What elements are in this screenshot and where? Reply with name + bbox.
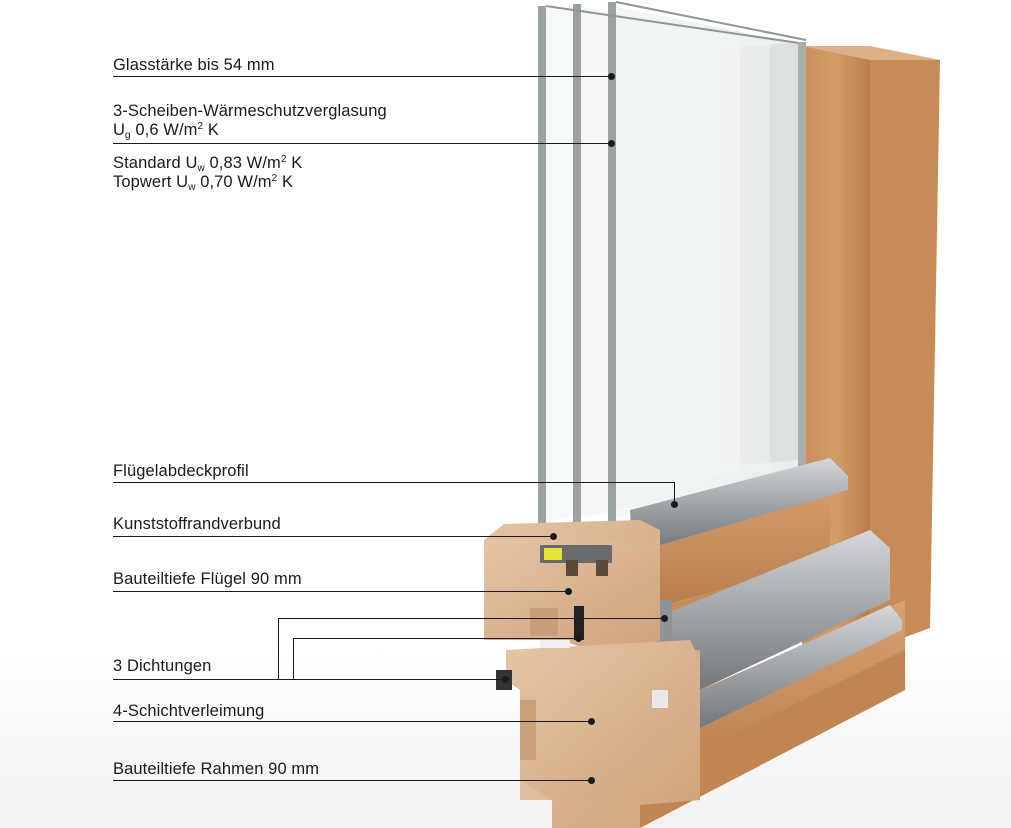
label-sash-depth: Bauteiltiefe Flügel 90 mm [113, 570, 302, 588]
leader-lamination [113, 721, 591, 722]
leader-dot-sash-cover-profile [671, 501, 678, 508]
label-frame-depth: Bauteiltiefe Rahmen 90 mm [113, 760, 320, 778]
sash-cross-section [484, 520, 660, 650]
label-plastic-edge-seal: Kunststoffrandverbund [113, 515, 281, 533]
glass-panes [538, 1, 807, 534]
leader-seal-3 [278, 618, 664, 619]
leader-dot-seal-2 [575, 635, 582, 642]
leader-dot-frame-depth [588, 777, 595, 784]
leader-frame-depth [113, 780, 591, 781]
leader-sash-cover-profile-drop [674, 482, 675, 504]
label-glass-thickness: Glasstärke bis 54 mm [113, 56, 275, 74]
leader-seals [113, 679, 505, 680]
leader-seal-3-vertical [278, 618, 279, 679]
leader-dot-lamination [588, 718, 595, 725]
leader-dot-glass-thickness [608, 73, 615, 80]
label-lamination: 4-Schichtverleimung [113, 702, 265, 720]
leader-dot-glazing [608, 140, 615, 147]
leader-sash-depth [113, 591, 568, 592]
leader-dot-seal-1 [502, 676, 509, 683]
leader-dot-sash-depth [565, 588, 572, 595]
leader-plastic-edge-seal [113, 536, 553, 537]
label-glazing-title: 3-Scheiben-Wärmeschutzverglasung [113, 102, 387, 120]
label-seals: 3 Dichtungen [113, 657, 212, 675]
label-sash-cover-profile: Flügelabdeckprofil [113, 462, 249, 480]
label-uw-top: Topwert Uw 0,70 W/m2 K [113, 173, 294, 193]
leader-dot-plastic-edge-seal [550, 533, 557, 540]
leader-seal-2 [293, 638, 578, 639]
label-ug-value: Ug 0,6 W/m2 K [113, 121, 219, 141]
leader-glass-thickness [113, 76, 613, 77]
label-uw-standard: Standard Uw 0,83 W/m2 K [113, 154, 303, 174]
leader-dot-seal-3 [661, 615, 668, 622]
leader-seal-2-vertical [293, 638, 294, 679]
leader-glazing [113, 143, 613, 144]
frame-cross-section [496, 640, 700, 828]
leader-sash-cover-profile [113, 482, 675, 483]
